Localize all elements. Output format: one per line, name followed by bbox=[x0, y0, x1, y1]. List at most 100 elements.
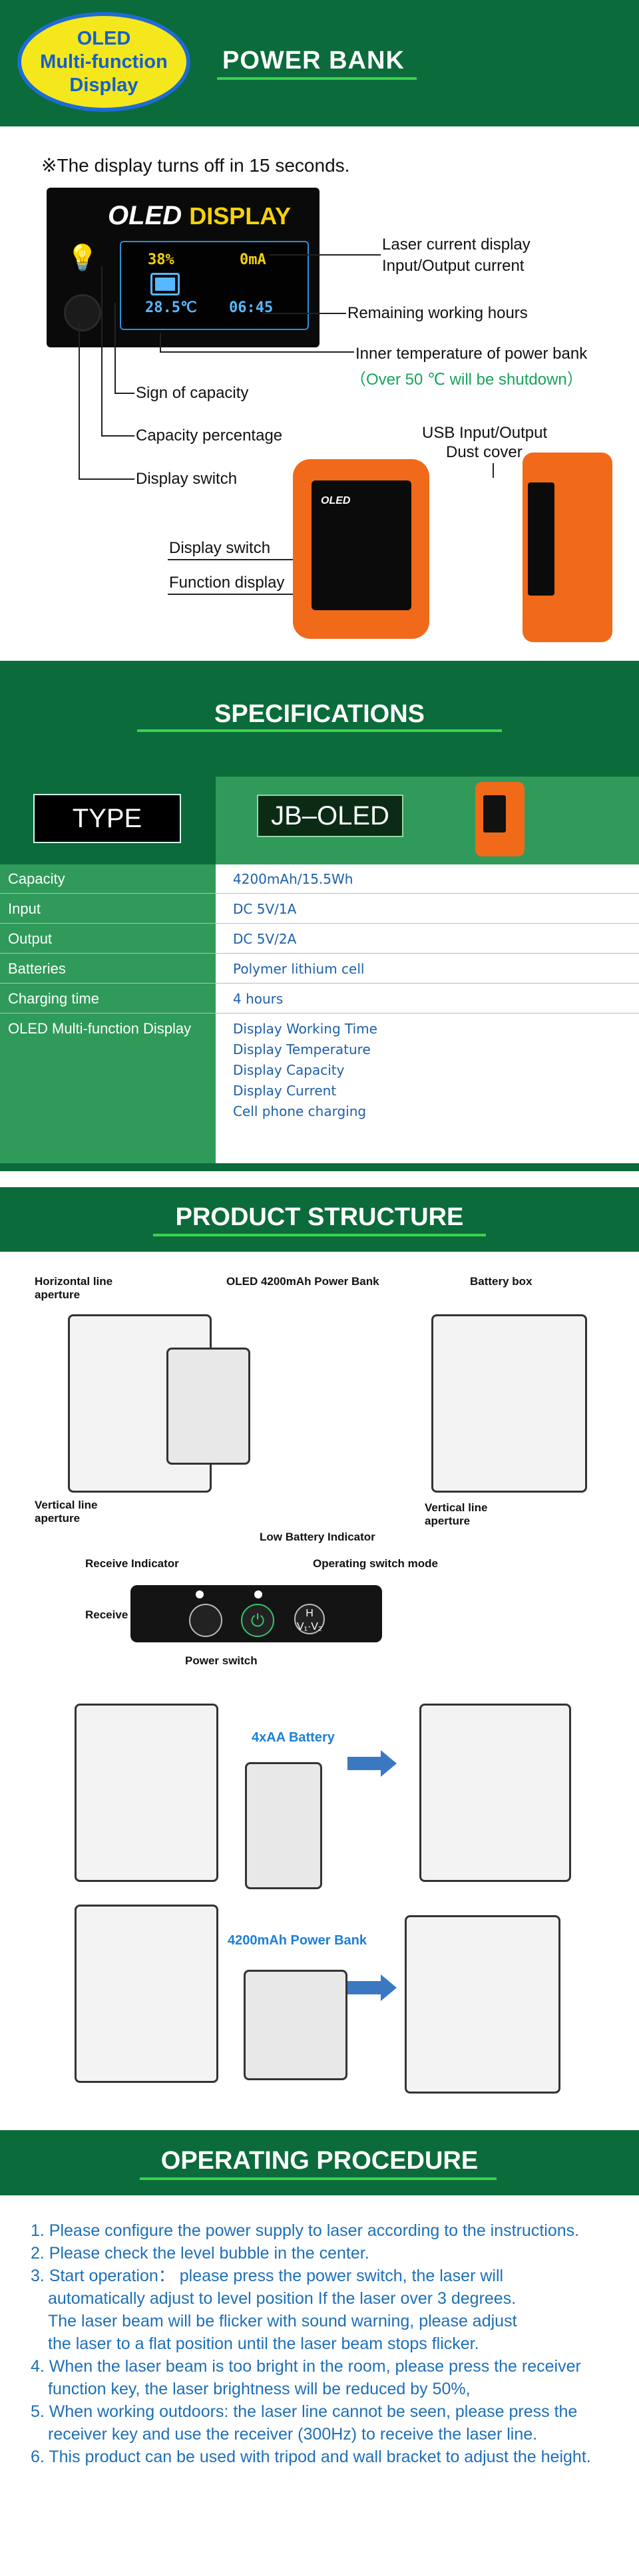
label-low-battery: Low Battery Indicator bbox=[260, 1531, 375, 1543]
display-switch-knob[interactable] bbox=[64, 294, 101, 331]
callout-capacity-percentage: Capacity percentage bbox=[136, 427, 283, 445]
callout-line bbox=[168, 594, 321, 595]
procedure-line-11: 6. This product can be used with tripod … bbox=[31, 2448, 591, 2466]
spec-label-output: Output bbox=[0, 924, 216, 954]
callout-dust-cover: Dust cover bbox=[446, 443, 523, 461]
callout-laser-current: Laser current display bbox=[382, 236, 531, 254]
specs-title: SPECIFICATIONS bbox=[214, 700, 425, 728]
panel-vv-label: V₁·V₂ bbox=[296, 1621, 323, 1632]
callout-usb-io: USB Input/Output bbox=[422, 424, 548, 442]
specs-underline bbox=[137, 729, 502, 732]
spec-value-batteries: Polymer lithium cell bbox=[216, 954, 639, 984]
badge-line-1: OLED bbox=[77, 27, 131, 49]
control-panel: ⏻ H V₁·V₂ bbox=[130, 1585, 382, 1642]
callout-line bbox=[79, 478, 134, 480]
low-battery-led bbox=[254, 1590, 262, 1598]
procedure-line-6: the laser to a flat position until the l… bbox=[48, 2334, 479, 2353]
callout-line bbox=[79, 323, 80, 478]
display-note: ※The display turns off in 15 seconds. bbox=[41, 155, 350, 176]
structure-underline bbox=[153, 1234, 486, 1236]
callout-line bbox=[262, 313, 346, 314]
oled-brand: OLED DISPLAY bbox=[108, 201, 291, 231]
specs-band bbox=[0, 661, 639, 777]
procedure-line-2: 2. Please check the level bubble in the … bbox=[31, 2244, 369, 2263]
power-bank-side-image bbox=[523, 453, 612, 642]
procedure-line-1: 1. Please configure the power supply to … bbox=[31, 2221, 580, 2240]
laser-level-battery-box-image bbox=[431, 1314, 587, 1493]
receive-mode-button[interactable] bbox=[189, 1604, 222, 1637]
label-battery-box: Battery box bbox=[470, 1275, 532, 1288]
spec-value-input: DC 5V/1A bbox=[216, 894, 639, 924]
procedure-line-3: 3. Start operation： please press the pow… bbox=[31, 2267, 504, 2285]
laser-level-with-power-bank-image bbox=[405, 1915, 560, 2094]
page-title: POWER BANK bbox=[222, 47, 405, 75]
procedure-underline bbox=[140, 2177, 497, 2180]
callout-display-switch-2: Display switch bbox=[169, 539, 271, 557]
oled-readout-panel: 38% 0mA 28.5℃ 06:45 bbox=[120, 241, 309, 330]
callout-line bbox=[493, 463, 494, 478]
type-label: TYPE bbox=[33, 794, 181, 843]
spec-value-multi-display: Display Working Time Display Temperature… bbox=[233, 1019, 632, 1122]
spec-value-capacity: 4200mAh/15.5Wh bbox=[216, 864, 639, 894]
oled-brand-suffix: DISPLAY bbox=[189, 202, 291, 230]
battery-icon bbox=[150, 273, 180, 295]
callout-line bbox=[168, 559, 304, 560]
arrow-right-icon bbox=[347, 1981, 381, 1994]
spec-label-column bbox=[0, 864, 216, 1163]
procedure-line-7: 4. When the laser beam is too bright in … bbox=[31, 2357, 581, 2376]
multi-value-1: Display Working Time bbox=[233, 1021, 377, 1037]
callout-line bbox=[101, 435, 134, 437]
label-horizontal-aperture: Horizontal line aperture bbox=[35, 1275, 113, 1301]
capacity-percent: 38% bbox=[148, 252, 174, 268]
label-receive-indicator: Receive Indicator bbox=[85, 1557, 179, 1570]
multi-value-4: Display Current bbox=[233, 1083, 337, 1099]
label-oled-bank: OLED 4200mAh Power Bank bbox=[226, 1275, 379, 1288]
spec-label-capacity: Capacity bbox=[0, 864, 216, 894]
title-underline bbox=[217, 77, 417, 80]
callout-display-switch: Display switch bbox=[136, 470, 238, 488]
callout-line bbox=[269, 254, 381, 256]
callout-function-display: Function display bbox=[169, 574, 285, 592]
label-power-bank-4200: 4200mAh Power Bank bbox=[228, 1933, 367, 1948]
model-label: JB–OLED bbox=[257, 795, 403, 837]
callout-line bbox=[101, 266, 103, 435]
callout-inner-temp: Inner temperature of power bank bbox=[355, 345, 588, 363]
spec-label-multi-display: OLED Multi-function Display bbox=[8, 1020, 192, 1037]
spec-value-column bbox=[216, 864, 639, 1163]
multi-value-3: Display Capacity bbox=[233, 1062, 345, 1078]
callout-shutdown-note: （Over 50 ℃ will be shutdown） bbox=[350, 371, 583, 389]
procedure-line-5: The laser beam will be flicker with soun… bbox=[48, 2312, 517, 2330]
spec-label-input: Input bbox=[0, 894, 216, 924]
label-operating-switch: Operating switch mode bbox=[313, 1557, 438, 1570]
current-reading: 0mA bbox=[240, 252, 266, 268]
spec-label-batteries: Batteries bbox=[0, 954, 216, 984]
procedure-list: 1. Please configure the power supply to … bbox=[31, 2219, 616, 2468]
laser-level-empty-image-1 bbox=[75, 1704, 218, 1882]
procedure-line-8: function key, the laser brightness will … bbox=[48, 2380, 471, 2398]
power-bank-pack-image bbox=[244, 1970, 347, 2080]
arrow-head-icon bbox=[381, 1974, 397, 2001]
callout-line bbox=[160, 333, 161, 353]
callout-line bbox=[114, 303, 116, 393]
badge-line-3: Display bbox=[69, 74, 138, 96]
panel-h-label: H bbox=[306, 1608, 314, 1619]
badge-line-2: Multi-function bbox=[40, 51, 168, 73]
callout-line bbox=[114, 393, 134, 394]
callout-io-current: Input/Output current bbox=[382, 257, 525, 275]
multi-value-5: Cell phone charging bbox=[233, 1103, 367, 1119]
power-button[interactable]: ⏻ bbox=[241, 1604, 274, 1637]
power-bank-front-image: OLED bbox=[293, 459, 429, 639]
oled-brand-text: OLED bbox=[108, 201, 182, 230]
operating-switch-button[interactable]: H V₁·V₂ bbox=[294, 1604, 325, 1634]
specs-bottom-stripe bbox=[0, 1163, 639, 1171]
oled-badge: OLED Multi-function Display bbox=[17, 12, 190, 112]
oled-screen: OLED DISPLAY 💡 38% 0mA 28.5℃ 06:45 bbox=[47, 188, 320, 347]
callout-sign-capacity: Sign of capacity bbox=[136, 384, 249, 402]
label-vertical-aperture-2: Vertical line aperture bbox=[425, 1501, 488, 1527]
power-bank-thumb-image bbox=[475, 782, 525, 856]
procedure-line-9: 5. When working outdoors: the laser line… bbox=[31, 2402, 578, 2421]
label-aa-battery: 4xAA Battery bbox=[252, 1730, 335, 1745]
callout-line bbox=[160, 351, 354, 353]
callout-remaining-hours: Remaining working hours bbox=[347, 304, 528, 322]
procedure-line-4: automatically adjust to level position I… bbox=[48, 2289, 517, 2308]
